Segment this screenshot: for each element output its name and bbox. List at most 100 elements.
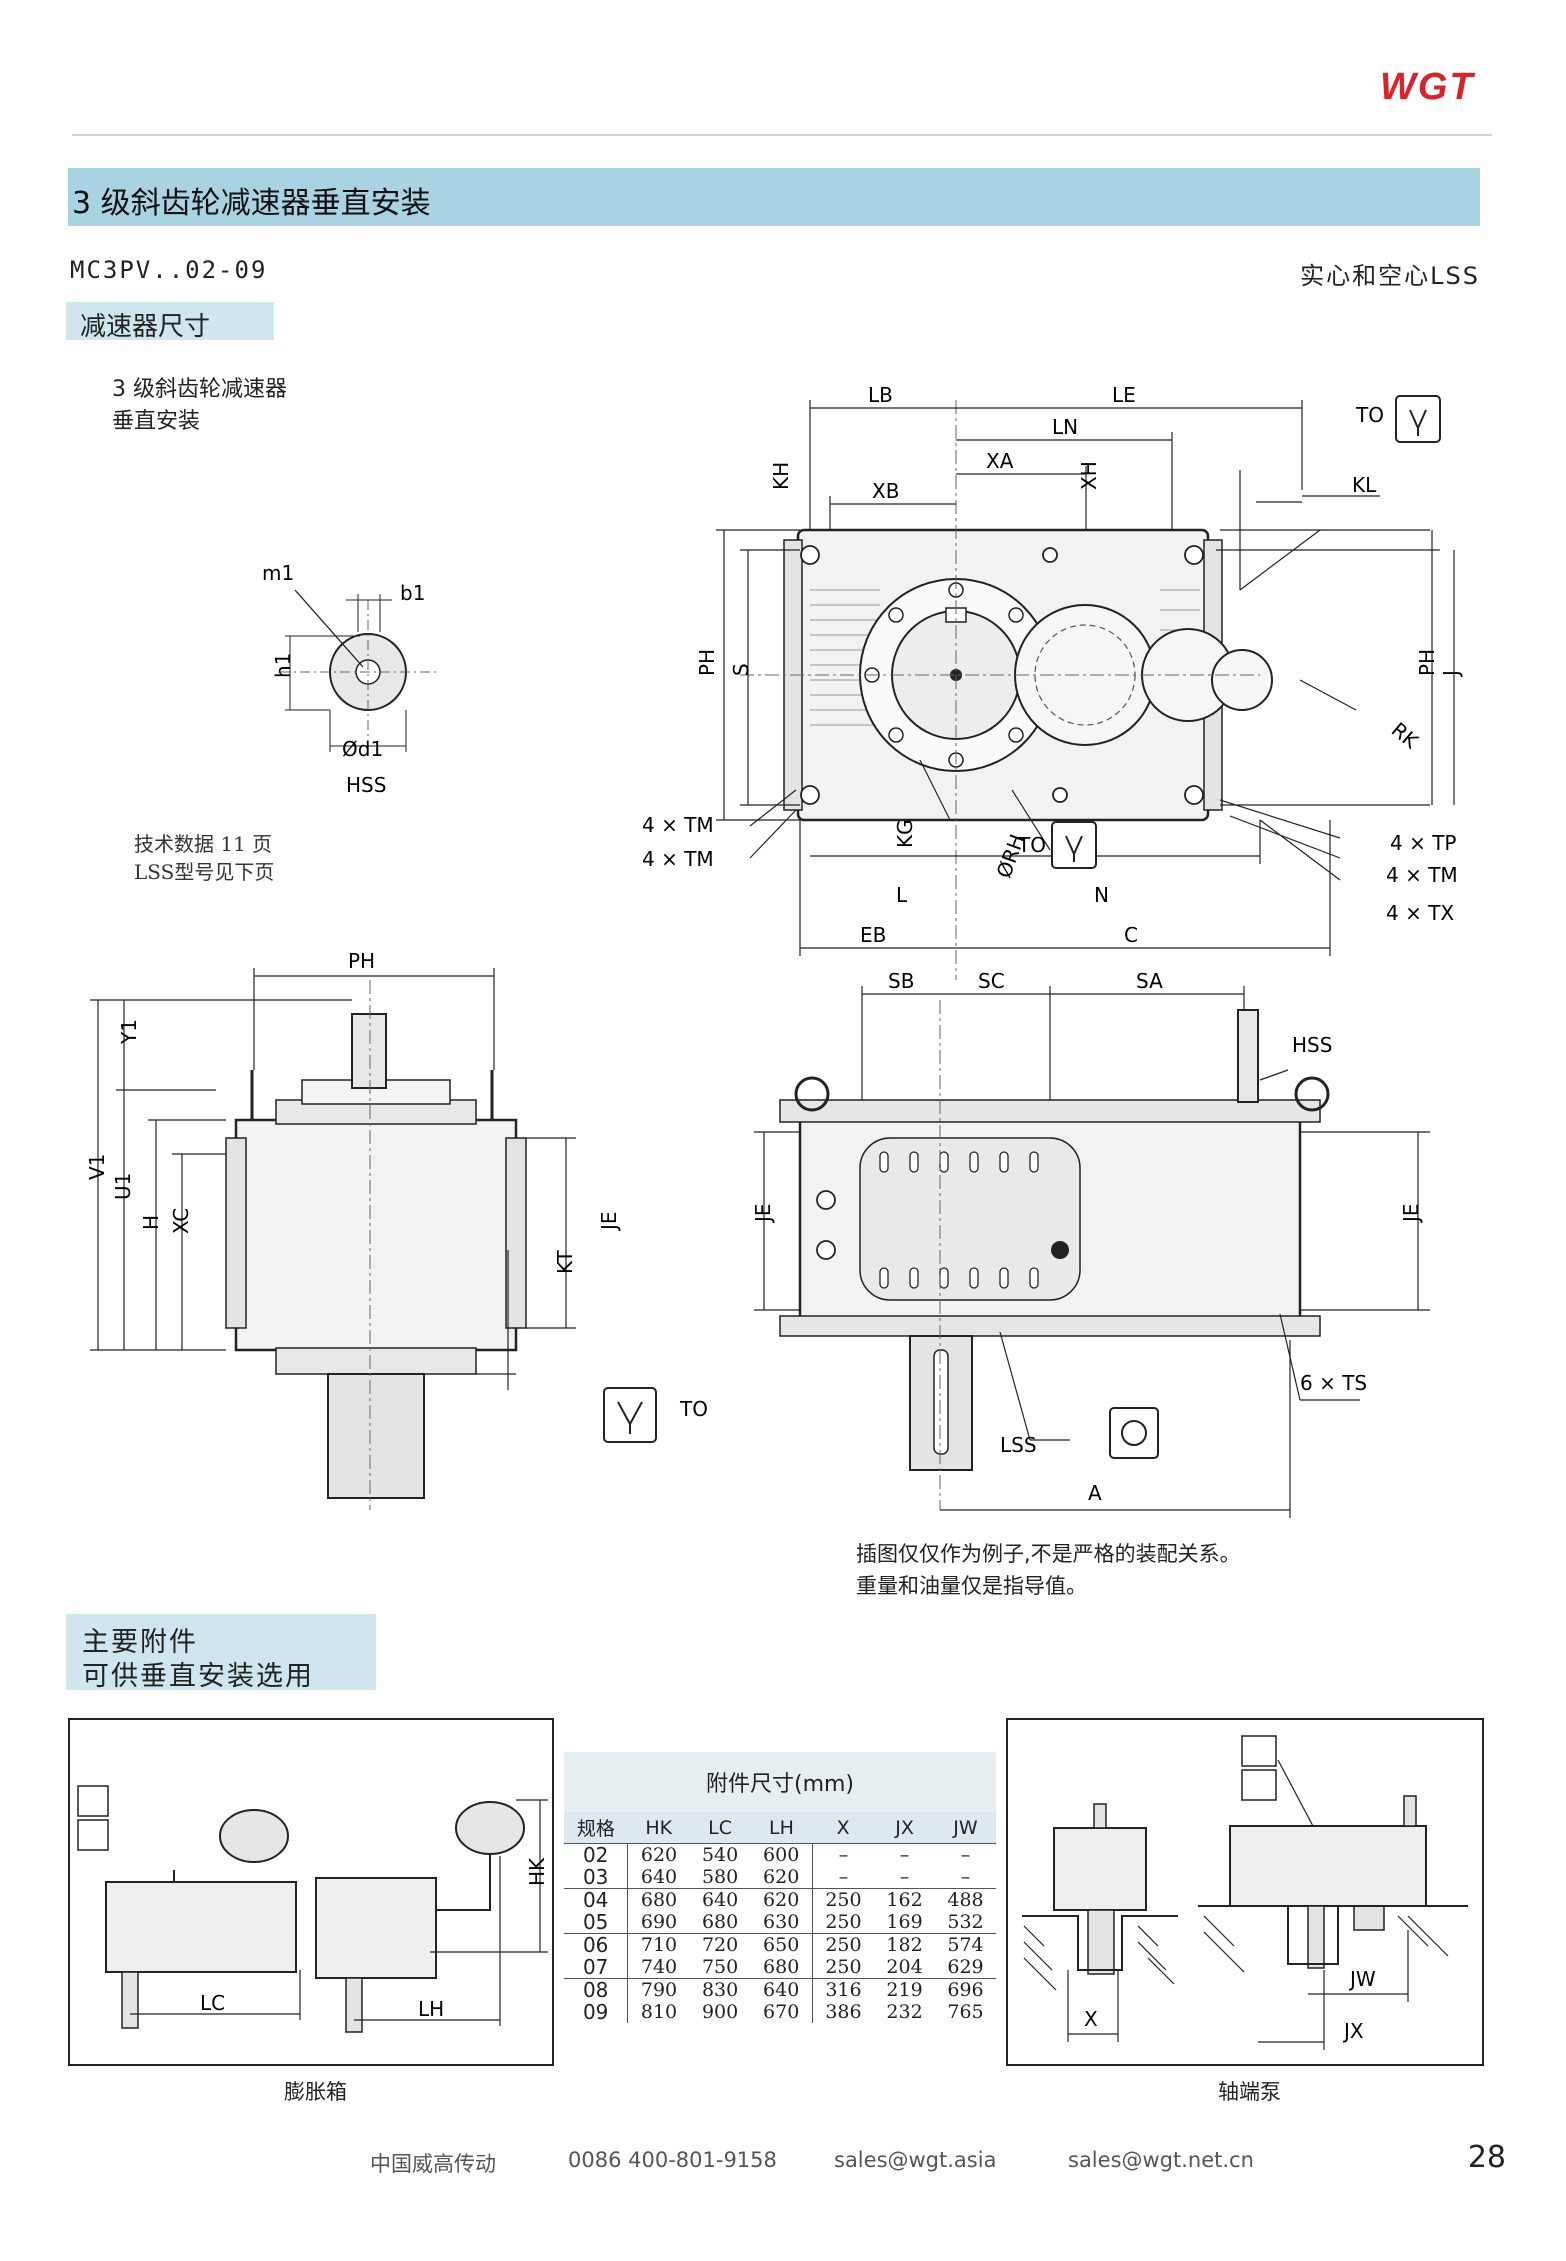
table-cell: 710 [627, 1933, 690, 1956]
table-row: 05 690 680 630 250 169 532 [564, 1911, 996, 1934]
hss-shaft-detail: m1 b1 h1 Ød1 HSS [262, 561, 440, 797]
lifting-eye-left [794, 1076, 830, 1112]
expansion-tank-drawing: LC LH HK [77, 1785, 549, 2033]
accessories-title-1: 主要附件 [82, 1627, 198, 1658]
table-cell: 532 [947, 1911, 984, 1933]
dim-SB: SB [888, 970, 914, 993]
table-header: JW [935, 1812, 996, 1844]
table-cell: 750 [701, 1956, 739, 1978]
table-cell-size: 02 [564, 1843, 629, 1866]
dim-N: N [1094, 883, 1109, 907]
table-header-spec: 规格 [564, 1812, 628, 1844]
table-row: 03 640 580 620 – – – [564, 1866, 996, 1889]
table-cell-size: 05 [564, 1911, 629, 1934]
dim-XH: XH [1077, 461, 1101, 490]
dim-PH-side: PH [348, 950, 375, 973]
table-cell-size: 09 [564, 2001, 629, 2023]
table-cell: – [811, 1866, 875, 1889]
tech-ref-line-1: 技术数据 11 页 [134, 832, 273, 856]
front-view-drawing: SB SC SA HSS JE JE 6 × TS LSS A [751, 970, 1430, 1518]
label-LH: LH [418, 1997, 444, 2021]
table-cell: 629 [947, 1956, 984, 1978]
illustration-note: 插图仅仅作为例子,不是严格的装配关系。 重量和油量仅是指导值。 [856, 1538, 1241, 1602]
oil-plug [1051, 1241, 1069, 1259]
dim-S: S [729, 663, 753, 676]
dim-L: L [896, 883, 908, 907]
shaft-end-pump-drawing: X JW JX [1022, 1735, 1468, 2050]
dim-6TS: 6 × TS [1300, 1371, 1367, 1395]
table-cell-size: 04 [564, 1888, 629, 1911]
table-cell: 182 [874, 1933, 935, 1956]
caption-line-1: 3 级斜齿轮减速器 [112, 377, 287, 402]
dim-U1: U1 [111, 1173, 135, 1200]
lss-shaft-side [327, 1373, 425, 1499]
table-cell: 169 [886, 1911, 923, 1933]
dim-KL: KL [1352, 473, 1377, 497]
table-cell: 600 [750, 1843, 813, 1866]
footer-phone: 0086 400-801-9158 [568, 2148, 777, 2172]
housing-side-view [234, 1118, 518, 1352]
model-range: MC3PV..02-09 [70, 256, 268, 284]
table-caption: 附件尺寸(mm) [564, 1752, 996, 1812]
table-row: 09 810 900 670 386 232 765 [564, 2001, 996, 2023]
table-cell: 162 [874, 1888, 935, 1911]
dim-H: H [139, 1215, 163, 1230]
dim-SA: SA [1136, 970, 1163, 993]
table-cell: 680 [627, 1888, 690, 1911]
shaft-type: 实心和空心LSS [1300, 262, 1480, 290]
footer-email-2[interactable]: sales@wgt.net.cn [1068, 2148, 1254, 2172]
table-cell-size: 07 [564, 1956, 629, 1979]
hss-shaft-front [1237, 1009, 1259, 1103]
top-view-drawing: LB LE LN XA XB KH XH TO KL PH S PH J RK … [642, 383, 1463, 980]
table-cell: 232 [886, 2001, 923, 2023]
section-title: 减速器尺寸 [80, 312, 211, 342]
oil-drain-icon [1051, 821, 1097, 869]
lifting-eye-right [1294, 1076, 1330, 1112]
table-header: X [812, 1812, 875, 1844]
side-view-oil-symbol: TO [603, 1387, 708, 1443]
table-cell: 680 [763, 1956, 800, 1978]
dim-LSS: LSS [1000, 1433, 1037, 1457]
label-JW: JW [1348, 1967, 1376, 1991]
table-cell: 640 [640, 1866, 678, 1888]
dim-KG: KG [893, 819, 917, 848]
dim-4TM-a: 4 × TM [642, 813, 714, 837]
dim-TO-top: TO [1355, 403, 1384, 427]
dim-4TM-c: 4 × TM [1386, 863, 1458, 887]
table-cell: 690 [640, 1911, 678, 1933]
table-cell: 640 [689, 1888, 751, 1911]
table-header: HK [627, 1812, 690, 1844]
oil-fill-icon-side [603, 1387, 657, 1443]
dim-4TP: 4 × TP [1390, 831, 1456, 855]
page-title: 3 级斜齿轮减速器垂直安装 [72, 186, 431, 221]
table-cell: – [811, 1843, 875, 1866]
accessory-table: 附件尺寸(mm) 规格 HK LC LH X JX JW 02 620 540 … [564, 1752, 996, 2023]
dim-LB: LB [868, 383, 893, 407]
table-cell: 740 [640, 1956, 678, 1978]
tech-reference: 技术数据 11 页 LSS型号见下页 [134, 830, 274, 886]
dim-SC: SC [978, 970, 1005, 993]
table-cell: 386 [811, 2001, 875, 2023]
label-hss: HSS [346, 773, 386, 797]
table-cell: 620 [627, 1843, 690, 1866]
accessories-title-2: 可供垂直安装选用 [82, 1661, 314, 1692]
tank-right [455, 1801, 525, 1855]
table-cell: 250 [811, 1933, 875, 1956]
table-header: LH [750, 1812, 813, 1844]
expansion-tank-caption: 膨胀箱 [284, 2080, 347, 2104]
expansion-tank-figure: LC LH HK [68, 1718, 554, 2066]
label-X: X [1084, 2007, 1098, 2031]
table-row: 06 710 720 650 250 182 574 [564, 1933, 996, 1956]
dim-TO-bottom: TO [1017, 833, 1046, 857]
table-cell: 540 [689, 1843, 751, 1866]
table-cell: – [899, 1866, 910, 1888]
table-cell: 790 [627, 1978, 690, 2001]
table-row: 08 790 830 640 316 219 696 [564, 1978, 996, 2001]
table-cell: 204 [886, 1956, 923, 1978]
footer-email-1[interactable]: sales@wgt.asia [834, 2148, 997, 2172]
dim-JE-front-right: JE [1399, 1203, 1423, 1224]
table-cell: – [874, 1843, 935, 1866]
table-cell: 830 [689, 1978, 751, 2001]
label-b1: b1 [400, 581, 425, 605]
section-tag: 减速器尺寸 [66, 302, 274, 342]
